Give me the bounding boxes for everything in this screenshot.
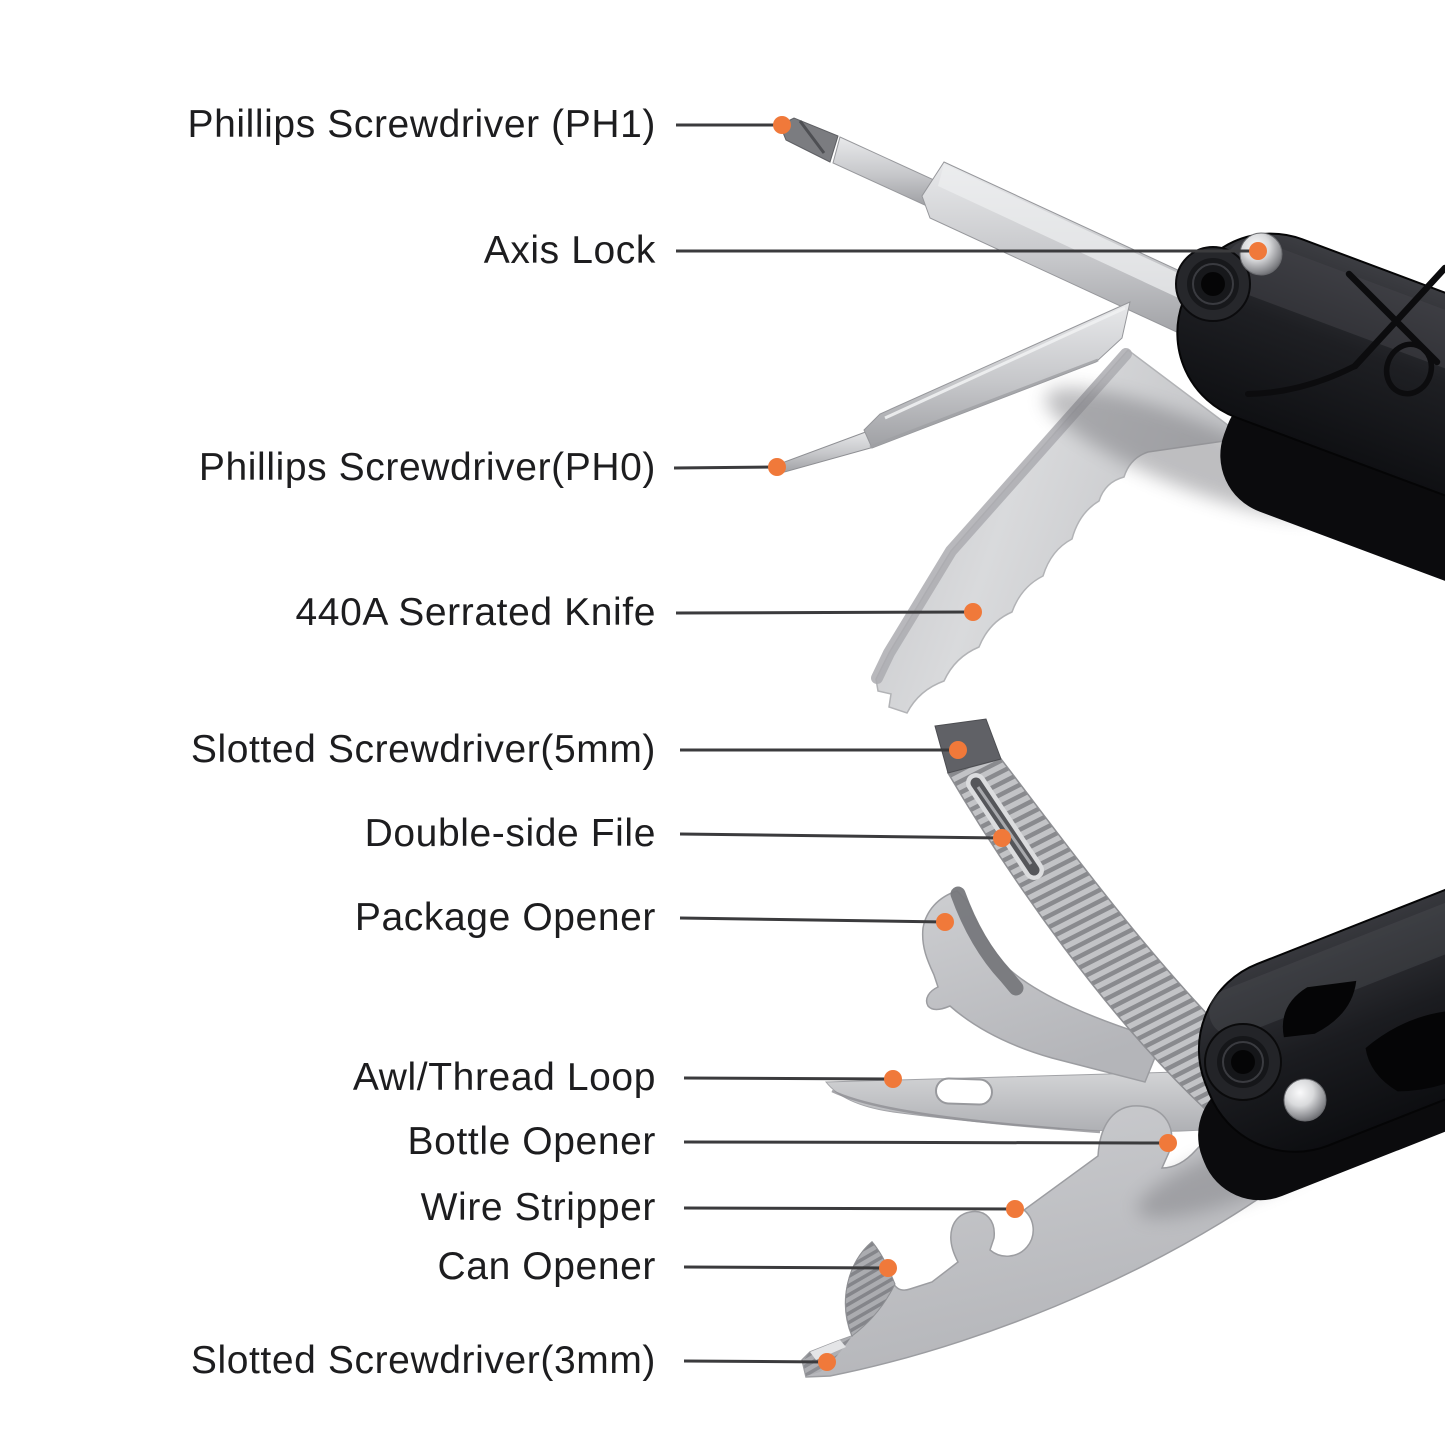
callout-dot-wire-stripper bbox=[1006, 1200, 1024, 1218]
callout-dot-axis-lock bbox=[1249, 242, 1267, 260]
callout-line-awl-thread-loop bbox=[683, 1076, 894, 1081]
handle-cutout bbox=[1282, 980, 1357, 1038]
double-side-file bbox=[934, 718, 1239, 1112]
callout-dot-phillips-screwdriver-ph1 bbox=[773, 116, 791, 134]
callout-dot-package-opener bbox=[936, 913, 954, 931]
callout-line-serrated-knife bbox=[675, 610, 974, 615]
slotted-5mm-tip bbox=[934, 718, 1002, 774]
lower-handle-face bbox=[1197, 815, 1445, 1153]
callout-line-can-opener bbox=[683, 1265, 889, 1270]
callout-line-bottle-opener bbox=[683, 1140, 1169, 1145]
callout-dot-awl-thread-loop bbox=[884, 1070, 902, 1088]
lower-axis-lock-ball bbox=[1283, 1078, 1327, 1122]
package-opener-blade bbox=[921, 886, 1164, 1083]
callout-dot-phillips-screwdriver-ph0 bbox=[768, 458, 786, 476]
callout-line-slotted-screwdriver-3mm bbox=[683, 1359, 828, 1364]
handle-oval-detail bbox=[1383, 341, 1435, 397]
callout-line-package-opener bbox=[679, 916, 946, 924]
callout-dot-slotted-screwdriver-3mm bbox=[818, 1353, 836, 1371]
callout-dot-serrated-knife bbox=[964, 603, 982, 621]
phillips-ph0-bit bbox=[775, 301, 1131, 474]
callout-dot-can-opener bbox=[879, 1259, 897, 1277]
callout-line-double-side-file bbox=[679, 832, 1003, 840]
callout-dot-slotted-screwdriver-5mm bbox=[949, 741, 967, 759]
thread-loop-hole bbox=[934, 1077, 993, 1106]
callout-dot-double-side-file bbox=[993, 829, 1011, 847]
upper-handle bbox=[1175, 232, 1445, 684]
callout-line-wire-stripper bbox=[683, 1206, 1016, 1211]
handle-cutout bbox=[1365, 1009, 1445, 1092]
callout-dot-bottle-opener bbox=[1159, 1134, 1177, 1152]
callout-line-phillips-screwdriver-ph0 bbox=[673, 465, 778, 470]
lower-handle bbox=[1197, 815, 1445, 1201]
